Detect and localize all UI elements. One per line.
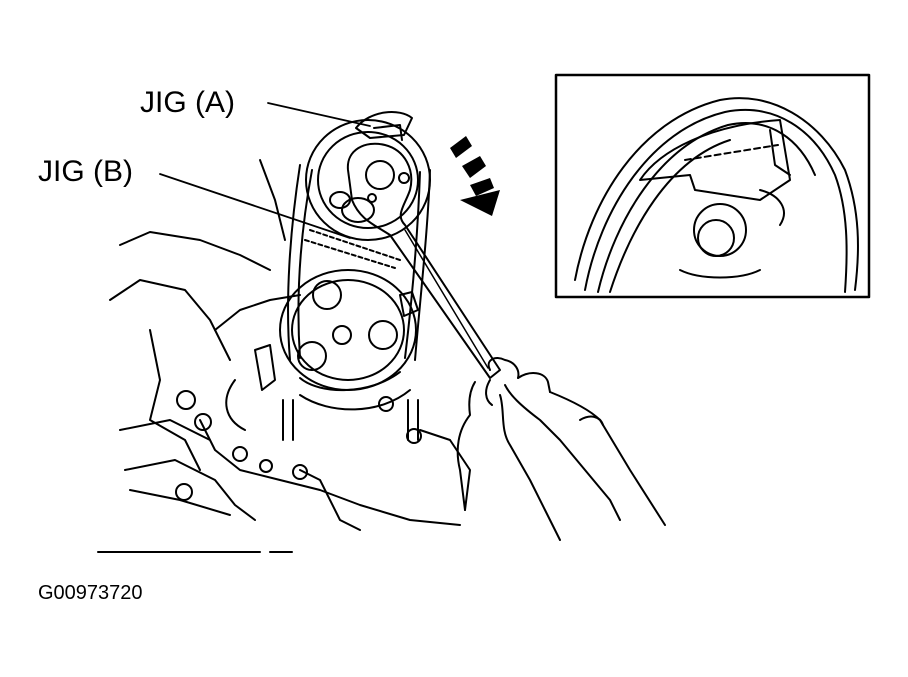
lower-pulley <box>279 269 417 411</box>
leader-line-jig-a <box>267 102 371 127</box>
hand <box>456 357 666 541</box>
jig-b-label: JIG (B) <box>38 155 133 188</box>
jig-a-tool <box>355 111 413 141</box>
jig-a-label: JIG (A) <box>140 86 235 119</box>
leader-line-jig-b <box>159 173 351 239</box>
camshaft-pulley <box>305 119 431 241</box>
engine-block <box>109 159 471 531</box>
inset-detail <box>554 73 871 299</box>
figure-id: G00973720 <box>38 582 143 604</box>
jig-b-wrench <box>346 142 501 379</box>
rotation-arrow-icon <box>450 136 500 216</box>
